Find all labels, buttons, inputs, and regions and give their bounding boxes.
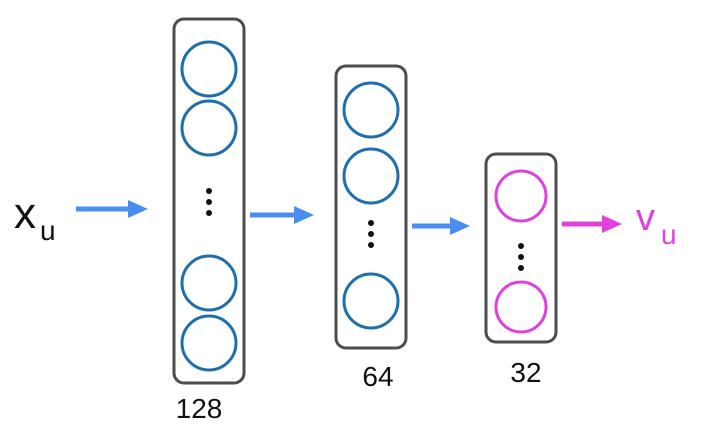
ellipsis-dot bbox=[206, 199, 212, 205]
layer-2-size-label: 64 bbox=[362, 361, 393, 392]
neuron bbox=[180, 99, 238, 157]
layer-3: 32 bbox=[484, 152, 558, 388]
arrow-input-to-layer1 bbox=[76, 200, 148, 218]
ellipsis-dot bbox=[368, 242, 374, 248]
arrow-head bbox=[128, 200, 148, 218]
arrow-layer1-to-layer2 bbox=[250, 206, 314, 224]
input-symbol: x bbox=[14, 189, 36, 238]
neuron bbox=[342, 81, 400, 139]
ellipsis-dot bbox=[518, 254, 524, 260]
arrow-head bbox=[602, 215, 622, 233]
neuron bbox=[180, 254, 238, 312]
arrow-layer2-to-layer3 bbox=[412, 217, 470, 235]
neuron bbox=[494, 280, 548, 334]
ellipsis-dot bbox=[206, 188, 212, 194]
input-subscript: u bbox=[40, 215, 56, 246]
output-variable: v u bbox=[636, 197, 677, 250]
output-subscript: u bbox=[661, 219, 677, 250]
ellipsis-dot bbox=[518, 265, 524, 271]
layer-2-box bbox=[334, 64, 408, 350]
arrow-head bbox=[450, 217, 470, 235]
neuron bbox=[342, 147, 400, 205]
ellipsis-dot bbox=[368, 220, 374, 226]
layer-1-size-label: 128 bbox=[176, 393, 223, 424]
layer-1: 128 bbox=[172, 17, 246, 424]
ellipsis-dot bbox=[368, 231, 374, 237]
ellipsis-dot bbox=[206, 210, 212, 216]
neuron bbox=[180, 40, 238, 98]
arrow-layer3-to-output bbox=[562, 215, 622, 233]
output-symbol: v bbox=[636, 197, 655, 239]
neuron bbox=[180, 314, 238, 372]
input-variable: x u bbox=[14, 189, 56, 246]
ellipsis-dot bbox=[518, 243, 524, 249]
layer-3-size-label: 32 bbox=[510, 357, 541, 388]
neuron bbox=[494, 169, 548, 223]
arrow-head bbox=[294, 206, 314, 224]
layer-2: 64 bbox=[334, 64, 408, 392]
neuron bbox=[342, 272, 400, 330]
